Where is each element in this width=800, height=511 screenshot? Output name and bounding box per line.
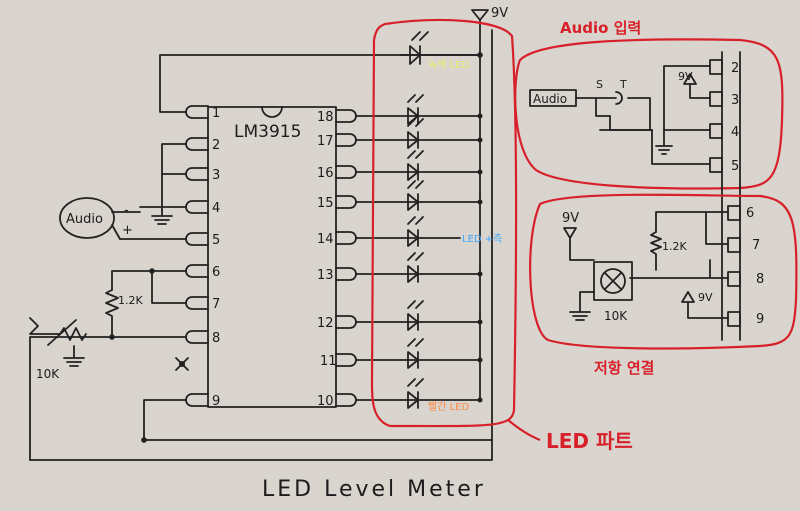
audio-input-outline: [514, 38, 784, 190]
rs-pin-8: 8: [756, 272, 764, 287]
resistor-section: 6 7 8 9 1.2K 9V 9V 10K 저항 연결: [529, 193, 798, 377]
ai-pin-4: 4: [731, 125, 739, 140]
audio-label: Audio: [66, 212, 103, 227]
resistor-section-outline: [529, 193, 798, 350]
pin-17-label: 17: [317, 134, 334, 149]
pin-2-label: 2: [212, 138, 220, 153]
pin-5-label: 5: [212, 233, 220, 248]
led-3: [355, 150, 483, 181]
pot-label: 10K: [36, 367, 60, 381]
pin-14-label: 14: [317, 232, 334, 247]
led-8: [355, 338, 483, 369]
pin-15-label: 15: [317, 196, 334, 211]
pin-8-label: 8: [212, 331, 220, 346]
pin-1-label: 1: [212, 106, 220, 121]
resistor-label: 1.2K: [118, 294, 143, 307]
ai-jack-label: Audio: [533, 92, 567, 106]
rs-supply-label: 9V: [562, 211, 579, 226]
ai-supply-label: 9V: [678, 70, 693, 83]
polarity-minus: -: [124, 203, 129, 218]
led-7: [355, 300, 483, 331]
led-2: [355, 118, 483, 149]
pin-11-label: 11: [320, 354, 337, 369]
pin-13-label: 13: [317, 268, 334, 283]
pin-6-label: 6: [212, 265, 220, 280]
rs-pin9-supply: 9V: [698, 291, 713, 304]
green-led-tag: 녹색 LED: [428, 59, 469, 71]
pin-3-label: 3: [212, 168, 220, 183]
pin-9-label: 9: [212, 394, 220, 409]
led-plus-tag: LED +측: [462, 233, 502, 245]
ai-pin-3: 3: [731, 93, 739, 108]
rs-resistor-label: 1.2K: [662, 240, 687, 253]
led-6: [355, 252, 483, 283]
red-led-tag: 빨간 LED: [428, 401, 469, 413]
pin-16-label: 16: [317, 166, 334, 181]
pin-12-label: 12: [317, 316, 334, 331]
chip-name: LM3915: [234, 122, 301, 142]
ai-pin-2: 2: [731, 61, 739, 76]
led-9: [355, 378, 483, 409]
pin-10-label: 10: [317, 394, 334, 409]
rs-pin-7: 7: [752, 238, 760, 253]
led-array: [355, 94, 483, 409]
polarity-plus: +: [122, 223, 133, 238]
ai-pin-5: 5: [731, 159, 739, 174]
pin-7-label: 7: [212, 297, 220, 312]
rs-pin-9: 9: [756, 312, 764, 327]
rs-pin-6: 6: [746, 206, 754, 221]
pot-10k: 10K: [29, 317, 87, 381]
led-1: [355, 94, 483, 125]
led-part-title: LED 파트: [546, 429, 633, 453]
rs-pot-label: 10K: [604, 309, 628, 323]
audio-source: Audio - +: [59, 197, 141, 240]
led-4: [355, 180, 483, 211]
ai-t-label: T: [619, 78, 627, 91]
audio-input-title: Audio 입력: [560, 19, 641, 37]
footer-title: LED Level Meter: [262, 477, 486, 502]
lm3915-chip: LM3915: [207, 106, 337, 408]
led-column: 9V: [399, 6, 508, 401]
led-part-pointer: [507, 419, 541, 442]
led-part-outline: [370, 18, 518, 428]
ai-s-label: S: [596, 78, 603, 91]
pin-4-label: 4: [212, 201, 220, 216]
resistor-section-title: 저항 연결: [594, 359, 654, 377]
power-label: 9V: [491, 6, 508, 21]
pin-18-label: 18: [317, 110, 334, 125]
chip-wiring: [29, 29, 493, 461]
